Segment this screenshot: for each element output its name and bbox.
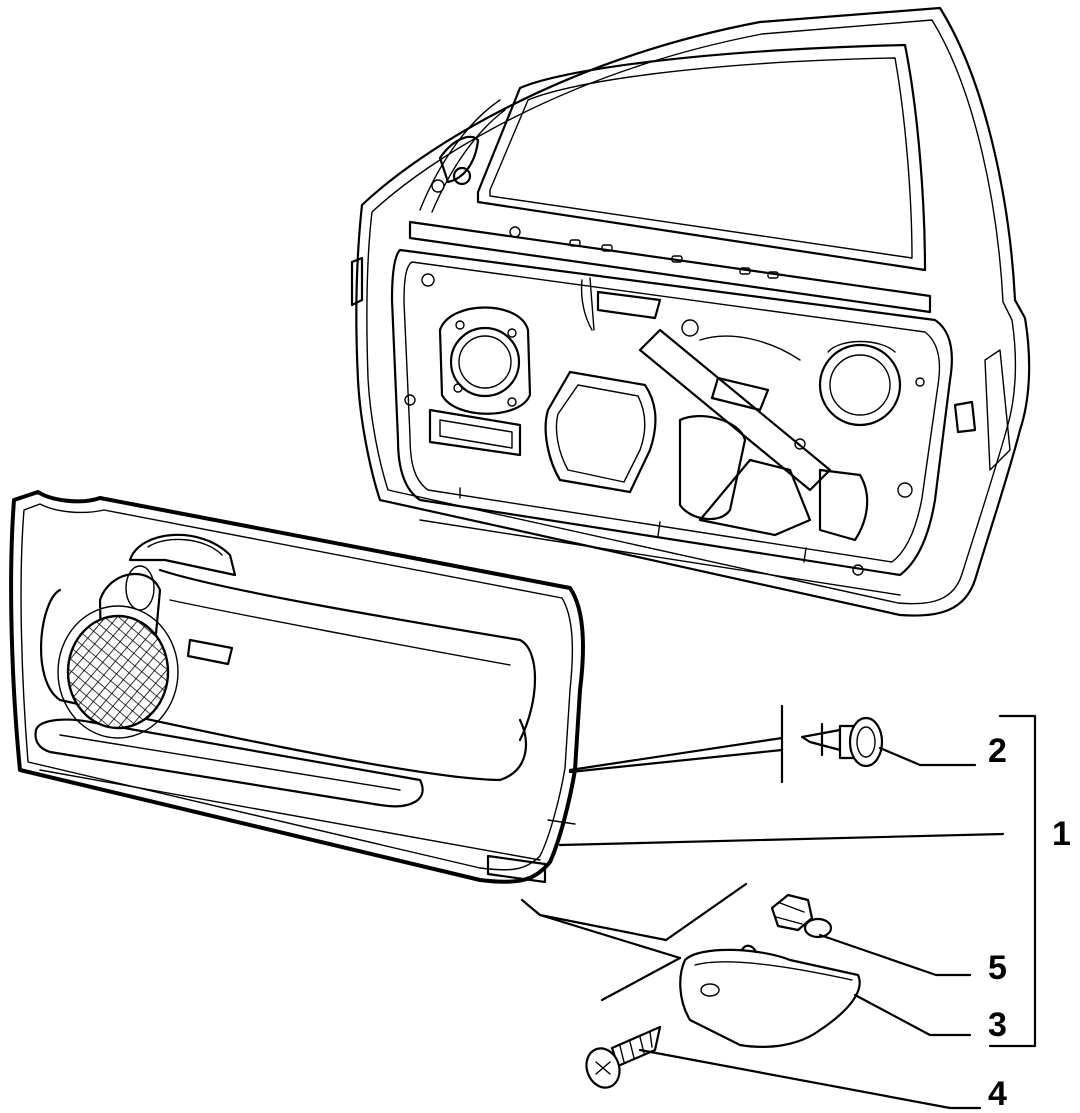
- part-4-screw: [585, 1025, 662, 1089]
- callout-5: 5: [988, 949, 1007, 987]
- part-2-clip: [800, 716, 884, 768]
- callout-4: 4: [988, 1075, 1007, 1113]
- callout-2: 2: [988, 732, 1007, 770]
- callout-1: 1: [1052, 815, 1071, 853]
- part-5-bulb-holder: [770, 893, 833, 939]
- callout-leaders: [638, 714, 1037, 1110]
- assembly-lines: [520, 704, 1005, 1002]
- speaker-grille: [57, 605, 179, 739]
- door-shell: [350, 6, 1031, 617]
- part-3-lamp-lens: [679, 944, 861, 1048]
- callout-3: 3: [988, 1006, 1007, 1044]
- callout-labels: 1 2 3 4 5: [988, 732, 1071, 1113]
- door-trim-panel: [9, 490, 585, 884]
